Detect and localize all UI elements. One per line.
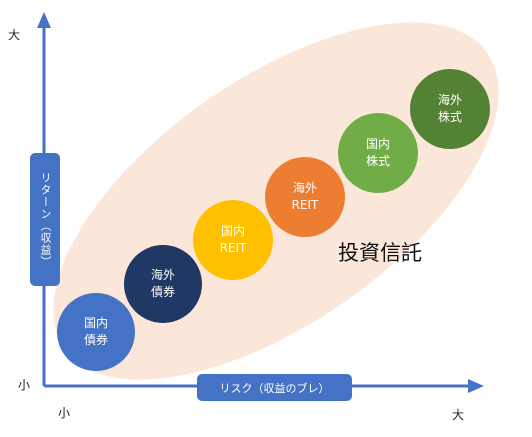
- investment-trust-label: 投資信託: [338, 241, 422, 265]
- y-axis-title: リターン（収益）: [39, 171, 52, 268]
- asset-label-line2: 株式: [437, 110, 462, 124]
- asset-label-line2: 株式: [365, 154, 390, 168]
- x-axis-high-label: 大: [452, 408, 465, 422]
- asset-label-line2: REIT: [219, 241, 247, 255]
- y-axis-arrowhead: [37, 12, 51, 28]
- asset-domestic-reit: 国内 REIT: [193, 200, 273, 280]
- x-axis-title-box: リスク（収益のブレ）: [197, 374, 352, 401]
- asset-label-line2: 債券: [150, 285, 175, 299]
- x-axis-arrowhead: [468, 379, 484, 393]
- asset-label-line1: 海外: [150, 268, 175, 282]
- asset-label-line1: 海外: [292, 181, 317, 195]
- x-axis-low-label: 小: [58, 406, 71, 420]
- asset-label-line1: 海外: [437, 93, 462, 107]
- asset-domestic-stocks: 国内 株式: [338, 113, 418, 193]
- asset-label-line1: 国内: [220, 224, 245, 238]
- y-axis-title-box: リターン（収益）: [30, 153, 60, 286]
- asset-foreign-stocks: 海外 株式: [410, 69, 490, 149]
- asset-domestic-bonds: 国内 債券: [57, 293, 135, 371]
- asset-label-line2: REIT: [291, 198, 319, 212]
- asset-foreign-reit: 海外 REIT: [265, 157, 345, 237]
- y-axis-low-label: 小: [18, 378, 31, 392]
- asset-foreign-bonds: 海外 債券: [124, 245, 202, 323]
- x-axis-title: リスク（収益のブレ）: [219, 381, 330, 395]
- asset-label-line1: 国内: [365, 137, 390, 151]
- asset-label-line1: 国内: [83, 316, 108, 330]
- y-axis-high-label: 大: [8, 28, 21, 42]
- asset-label-line2: 債券: [83, 333, 108, 347]
